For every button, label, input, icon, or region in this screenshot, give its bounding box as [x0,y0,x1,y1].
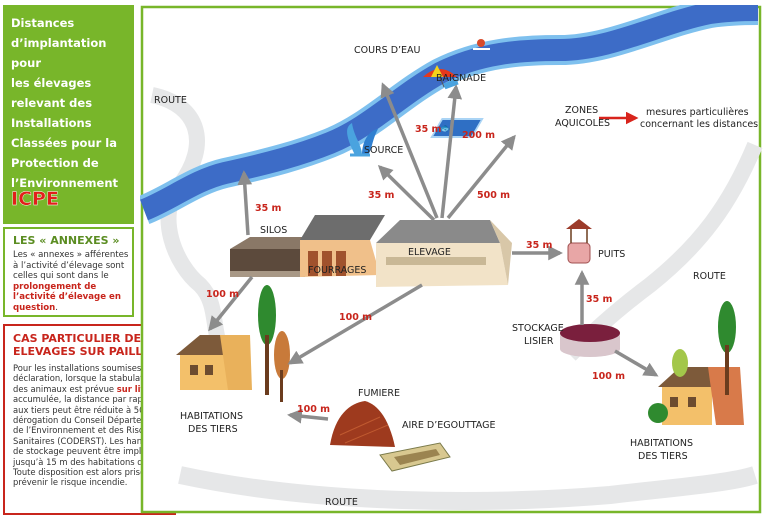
label-silos: SILOS [260,225,287,236]
distance-lisier-puits: 35 m [586,294,613,305]
distance-baignade: 200 m [462,130,495,141]
distance-silos-riviere: 35 m [255,203,282,214]
arrow-zones-aquicoles [446,134,516,220]
arrow-baignade [440,84,463,219]
distance-cours-eau: 35 m [415,124,442,135]
fodder-shed [300,215,385,277]
arrow-elevage-habitations [287,283,423,365]
label-elevage: ELEVAGE [408,247,451,258]
tree-icon [274,331,290,402]
label-stockage-line2: LISIER [524,336,554,347]
arrow-lisier-habitations [614,349,659,377]
label-zones-line1: ZONES [565,105,598,116]
drip-area-icon [379,442,451,472]
title-line: Classées pour la [11,136,117,150]
beach-umbrella-icon [423,65,459,90]
annexes-text-before: Les « annexes » afférentes à l’activité … [13,250,129,282]
arrow-cours-eau [380,82,439,219]
label-zones-line2: AQUICOLES [555,118,610,129]
annexes-text-after: . [55,302,59,313]
fish-icon: 🐟 [440,124,451,134]
title-line: les élevages [11,76,92,90]
title-line: Distances [11,16,75,30]
annexes-panel: LES « ANNEXES » Les « annexes » afférent… [3,227,134,317]
arrow-fumiere-habitations [287,408,329,424]
title-line: Protection de [11,156,99,170]
label-fumiere: FUMIERE [358,388,400,399]
label-cours-eau: COURS D’EAU [354,45,421,56]
slurry-tank-icon [560,324,620,357]
label-habitations-left-line2: DES TIERS [188,424,238,435]
tree-icon [258,285,276,395]
icpe-acronym: ICPE [11,188,59,210]
arrow-silos-riviere [237,170,253,236]
title-line: d’implantation pour [11,36,107,70]
annexes-title: LES « ANNEXES » [13,234,120,247]
title-panel-text: Distances d’implantation pour les élevag… [11,13,133,193]
arrow-silos-habitations [208,275,254,332]
paille-text-highlight: sur litière [116,383,163,394]
label-route-bottom: ROUTE [325,497,358,508]
well-icon [566,219,592,264]
label-habitations-left-line1: HABITATIONS [180,411,243,422]
manure-heap-icon [330,401,395,447]
annexes-text-highlight: prolongement de l’activité d’élevage en … [13,281,121,313]
distance-fumiere-habitations: 100 m [297,404,330,415]
tree-icon [672,349,688,377]
distance-zones-aquicoles: 500 m [477,190,510,201]
houses-left [176,335,252,390]
road-bottom [178,466,758,510]
label-puits: PUITS [598,249,625,260]
title-line: l’Environnement [11,176,119,190]
paille-text-before: Pour les installations soumises à déclar… [13,363,157,394]
houses-right [658,367,744,425]
distance-arrows [208,82,659,424]
swimmer-icon [473,39,490,50]
distance-source: 35 m [368,190,395,201]
label-route-top-left: ROUTE [154,95,187,106]
title-line: relevant des [11,96,93,110]
distances-map: 🐟 [140,5,763,514]
tree-icon [718,301,736,395]
label-baignade: BAIGNADE [436,73,486,84]
source-fountain-icon [347,123,378,157]
livestock-building [376,220,512,287]
paille-text-after: accumulée, la distance par rapport aux t… [13,394,172,488]
paille-text: Pour les installations soumises à déclar… [13,363,173,488]
label-habitations-right-line2: DES TIERS [638,451,688,462]
title-panel: Distances d’implantation pour les élevag… [3,5,134,224]
label-route-right: ROUTE [693,271,726,282]
label-aire-egouttage: AIRE D’EGOUTTAGE [402,420,495,431]
label-fourrages: FOURRAGES [308,265,366,276]
silos-building [230,237,318,277]
distance-silos-habitations: 100 m [206,289,239,300]
label-habitations-right-line1: HABITATIONS [630,438,693,449]
road-top-left [149,87,232,360]
label-mesures-line2: concernant les distances [640,119,758,130]
bush-icon [648,403,668,423]
label-stockage-line1: STOCKAGE [512,323,564,334]
paille-title: CAS PARTICULIER DES ELEVAGES SUR PAILLE [13,332,150,358]
distance-lisier-habitations: 100 m [592,371,625,382]
label-source: SOURCE [364,145,403,156]
arrow-source [377,164,436,222]
label-mesures-line1: mesures particulières [646,107,749,118]
title-line: Installations [11,116,92,130]
annexes-text: Les « annexes » afférentes à l’activité … [13,250,133,314]
distance-puits: 35 m [526,240,553,251]
distance-elevage-habitations: 100 m [339,312,372,323]
